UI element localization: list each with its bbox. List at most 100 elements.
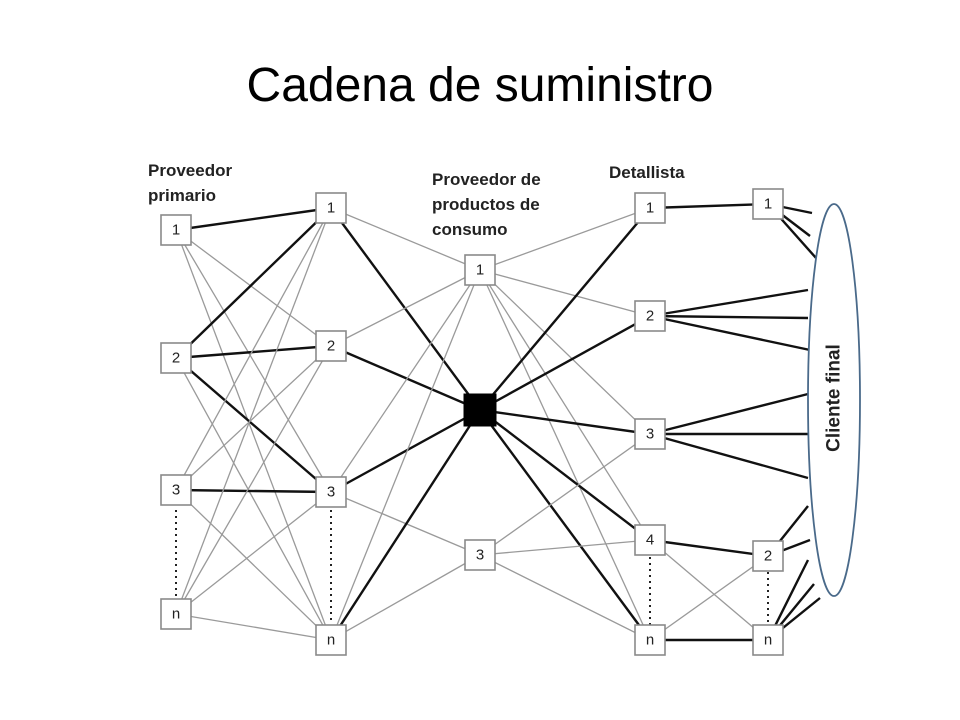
edge-p1-s3 [175, 229, 332, 493]
column-label-primary-line1: Proveedor [148, 161, 232, 180]
node-box [634, 300, 666, 332]
column-label-primary: Proveedor primario [148, 161, 232, 205]
client-ellipse [807, 203, 861, 597]
edge-r3-client-1 [649, 392, 809, 436]
node-label: 3 [327, 484, 335, 501]
node-box [634, 524, 666, 556]
edge-r4-d2 [649, 538, 769, 558]
node-label: 2 [327, 338, 335, 355]
node-box [315, 330, 347, 362]
node-label: 1 [476, 262, 484, 279]
edge-c2-r4 [479, 409, 651, 541]
edge-c2-r1 [479, 207, 651, 411]
edge-sn-c1 [330, 269, 481, 641]
node-retail-4: 4 [634, 524, 666, 556]
node-label: 4 [646, 532, 654, 549]
node-box [464, 254, 496, 286]
edge-r2-client-2 [649, 314, 809, 320]
node-box [160, 342, 192, 374]
edge-pn-s3 [175, 491, 332, 615]
node-label: 1 [764, 196, 772, 213]
ellipsis-dots-layer [175, 510, 769, 628]
node-box [315, 476, 347, 508]
edge-c1-r2 [479, 269, 651, 317]
node-distributor-1: 1 [752, 188, 784, 220]
node-label: 3 [172, 482, 180, 499]
page-title: Cadena de suministro [246, 59, 714, 112]
node-secondary-1: 1 [315, 192, 347, 224]
node-secondary-2: 2 [315, 330, 347, 362]
node-box [160, 214, 192, 246]
edge-r1-d1 [649, 202, 769, 210]
node-label: 2 [646, 308, 654, 325]
edge-s2-c2 [330, 344, 481, 412]
edge-c3-rn [479, 554, 651, 641]
edge-p2-sn [175, 357, 332, 641]
node-primary-3: 3 [160, 474, 192, 506]
node-label: 3 [646, 426, 654, 443]
edge-p3-s2 [175, 345, 332, 491]
node-label: 3 [476, 547, 484, 564]
node-label: n [764, 632, 772, 649]
edge-p2-s2 [175, 344, 332, 360]
edge-p3-s1 [175, 207, 332, 491]
node-label: n [172, 606, 180, 623]
edge-p2-s1 [175, 207, 332, 359]
edges-layer [175, 202, 821, 642]
edge-pn-s2 [175, 345, 332, 615]
node-distributor-n: n [752, 624, 784, 656]
node-primary-1: 1 [160, 214, 192, 246]
edge-s2-c1 [330, 269, 481, 347]
column-label-retail-line1: Detallista [609, 163, 685, 182]
column-label-primary-line2: primario [148, 186, 216, 205]
edge-pn-sn [175, 613, 332, 641]
column-label-consumer-line1: Proveedor de [432, 170, 541, 189]
node-box [463, 393, 497, 427]
column-label-consumer: Proveedor de productos de consumo [432, 170, 541, 239]
node-box [464, 539, 496, 571]
edge-p1-sn [175, 229, 332, 641]
edge-r2-client-3 [649, 314, 811, 352]
node-primary-n: n [160, 598, 192, 630]
node-box [160, 474, 192, 506]
edge-c3-r4 [479, 539, 651, 556]
column-label-retail: Detallista [609, 163, 685, 182]
edge-c1-r1 [479, 207, 651, 271]
node-label: n [327, 632, 335, 649]
edge-c1-r4 [479, 269, 651, 541]
node-label: 1 [172, 222, 180, 239]
node-secondary-n: n [315, 624, 347, 656]
node-primary-2: 2 [160, 342, 192, 374]
edge-c2-r2 [479, 314, 651, 412]
edge-c2-rn [479, 409, 651, 641]
node-secondary-3: 3 [315, 476, 347, 508]
node-label: 1 [646, 200, 654, 217]
edge-s1-c1 [330, 207, 481, 271]
node-label: 1 [327, 200, 335, 217]
node-box [315, 192, 347, 224]
edge-r4-dn [649, 539, 769, 641]
node-box [634, 418, 666, 450]
node-box [315, 624, 347, 656]
node-consumer-1: 1 [464, 254, 496, 286]
edge-c1-rn [479, 269, 651, 641]
edge-c3-r3 [479, 433, 651, 556]
node-box [634, 192, 666, 224]
column-label-consumer-line3: consumo [432, 220, 508, 239]
node-consumer-hub [463, 393, 497, 427]
edge-sn-c2 [329, 409, 482, 641]
edge-c2-r3 [479, 408, 651, 436]
node-retail-1: 1 [634, 192, 666, 224]
node-consumer-3: 3 [464, 539, 496, 571]
edge-p1-s1 [175, 206, 332, 232]
edge-p2-s3 [175, 357, 332, 493]
node-label: 2 [172, 350, 180, 367]
node-label: n [646, 632, 654, 649]
edge-pn-s1 [175, 207, 332, 615]
node-box [160, 598, 192, 630]
node-box [634, 624, 666, 656]
column-label-consumer-line2: productos de [432, 195, 540, 214]
client-label: Cliente final [824, 344, 845, 452]
